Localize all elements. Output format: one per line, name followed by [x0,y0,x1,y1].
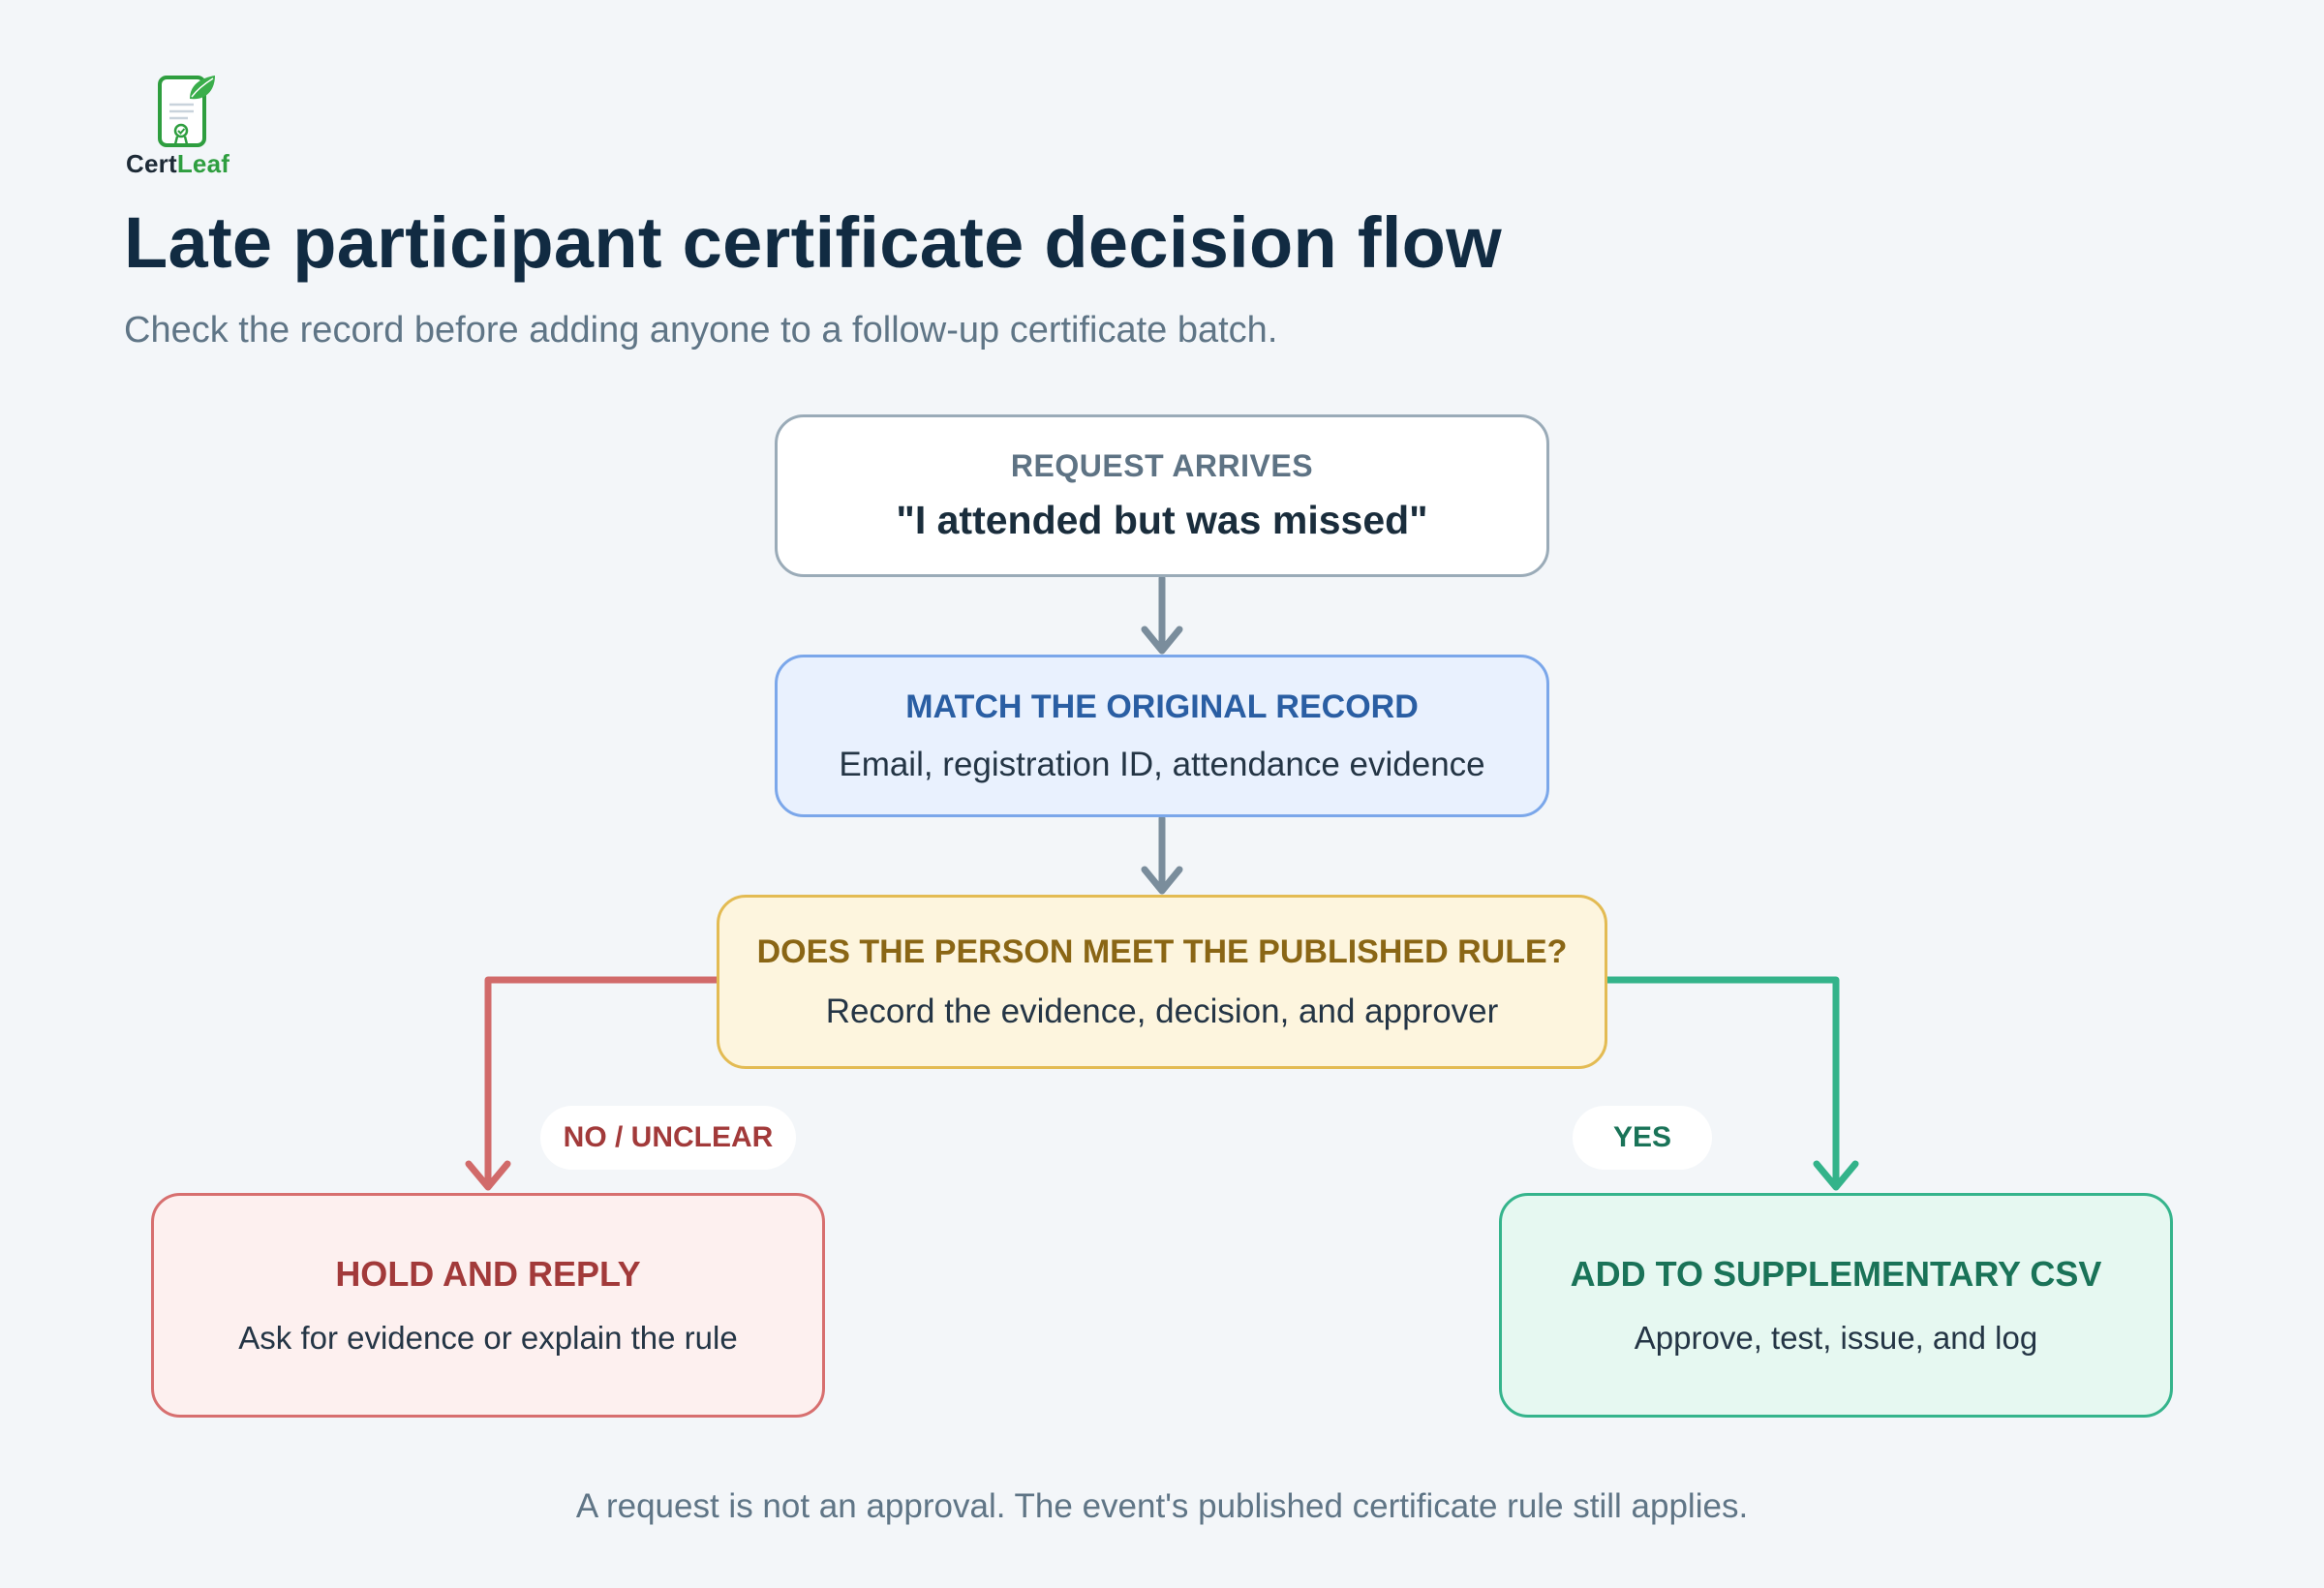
node-rule-body: Record the evidence, decision, and appro… [825,992,1499,1030]
footer-note: A request is not an approval. The event'… [575,1487,1749,1525]
page-title: Late participant certificate decision fl… [124,202,1503,283]
brand-name: CertLeaf [126,149,229,179]
connector-match-to-rule [1141,814,1183,895]
node-hold-and-reply: HOLD AND REPLY Ask for evidence or expla… [151,1193,825,1418]
connector-request-to-match [1141,574,1183,655]
node-published-rule-decision: DOES THE PERSON MEET THE PUBLISHED RULE?… [717,895,1607,1069]
node-match-record: MATCH THE ORIGINAL RECORD Email, registr… [775,655,1549,817]
node-add-to-csv: ADD TO SUPPLEMENTARY CSV Approve, test, … [1499,1193,2173,1418]
node-add-kicker: ADD TO SUPPLEMENTARY CSV [1570,1254,2102,1294]
node-hold-kicker: HOLD AND REPLY [335,1254,641,1294]
branch-label-yes: YES [1573,1106,1712,1170]
node-request-kicker: REQUEST ARRIVES [1010,448,1314,483]
node-request-body: "I attended but was missed" [896,498,1428,542]
node-match-kicker: MATCH THE ORIGINAL RECORD [905,687,1419,725]
node-hold-body: Ask for evidence or explain the rule [238,1320,738,1356]
brand-name-leaf: Leaf [176,149,230,178]
connector-yes-branch [1604,976,1859,1191]
connector-no-branch [465,976,720,1191]
branch-label-no: NO / UNCLEAR [540,1106,796,1170]
node-rule-kicker: DOES THE PERSON MEET THE PUBLISHED RULE? [756,932,1568,970]
page-subtitle: Check the record before adding anyone to… [124,310,1278,351]
node-match-body: Email, registration ID, attendance evide… [839,745,1485,783]
brand-name-cert: Cert [126,149,177,178]
node-request-arrives: REQUEST ARRIVES "I attended but was miss… [775,414,1549,577]
node-add-body: Approve, test, issue, and log [1634,1320,2038,1356]
certleaf-logo: CertLeaf [124,74,250,180]
certificate-leaf-icon [158,76,215,147]
